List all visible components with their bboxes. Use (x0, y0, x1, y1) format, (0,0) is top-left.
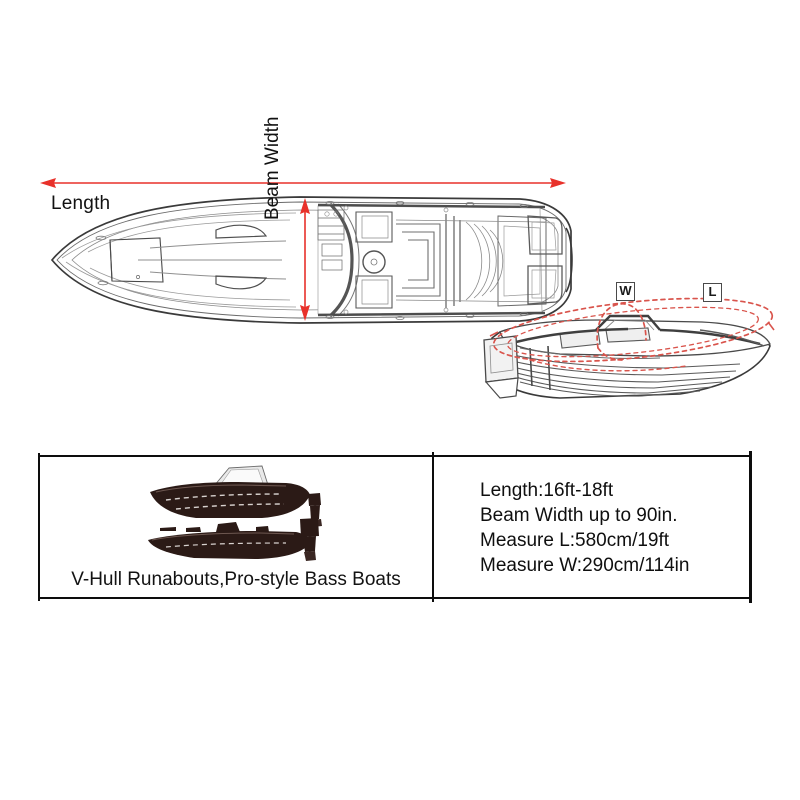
v-hull-runabout-silhouette (150, 465, 322, 527)
beam-width-dimension-label: Beam Width (262, 98, 284, 220)
cover-measure-paths (492, 297, 774, 372)
table-column-divider (432, 452, 434, 602)
spec-table: V-Hull Runabouts,Pro-style Bass Boats Le… (38, 451, 752, 603)
boat-types-label: V-Hull Runabouts,Pro-style Bass Boats (71, 569, 401, 590)
table-top-border (38, 455, 752, 457)
spec-measure-l: Measure L:580cm/19ft (480, 530, 670, 551)
length-measure-tag: L (703, 283, 722, 302)
spec-measure-w: Measure W:290cm/114in (480, 555, 690, 576)
spec-length: Length:16ft-18ft (480, 480, 614, 501)
table-bottom-border (38, 597, 752, 599)
table-left-border (38, 453, 40, 601)
top-view-boat-lineart (50, 196, 573, 324)
beam-width-dimension-text: Beam Width (262, 116, 283, 220)
boat-types-cell: V-Hull Runabouts,Pro-style Bass Boats (40, 457, 432, 597)
width-measure-tag: W (616, 282, 635, 301)
length-dimension-arrow (40, 178, 566, 188)
spec-beam-width: Beam Width up to 90in. (480, 505, 678, 526)
beam-width-dimension-arrow (300, 198, 310, 321)
cover-measure-end-ticks (489, 321, 775, 337)
specification-list: Length:16ft-18ft Beam Width up to 90in. … (480, 478, 689, 578)
length-dimension-label: Length (51, 193, 111, 214)
table-right-border (749, 451, 752, 603)
specifications-cell: Length:16ft-18ft Beam Width up to 90in. … (434, 457, 750, 597)
pro-style-bass-boat-silhouette (148, 518, 319, 561)
perspective-boat-lineart (483, 314, 771, 399)
